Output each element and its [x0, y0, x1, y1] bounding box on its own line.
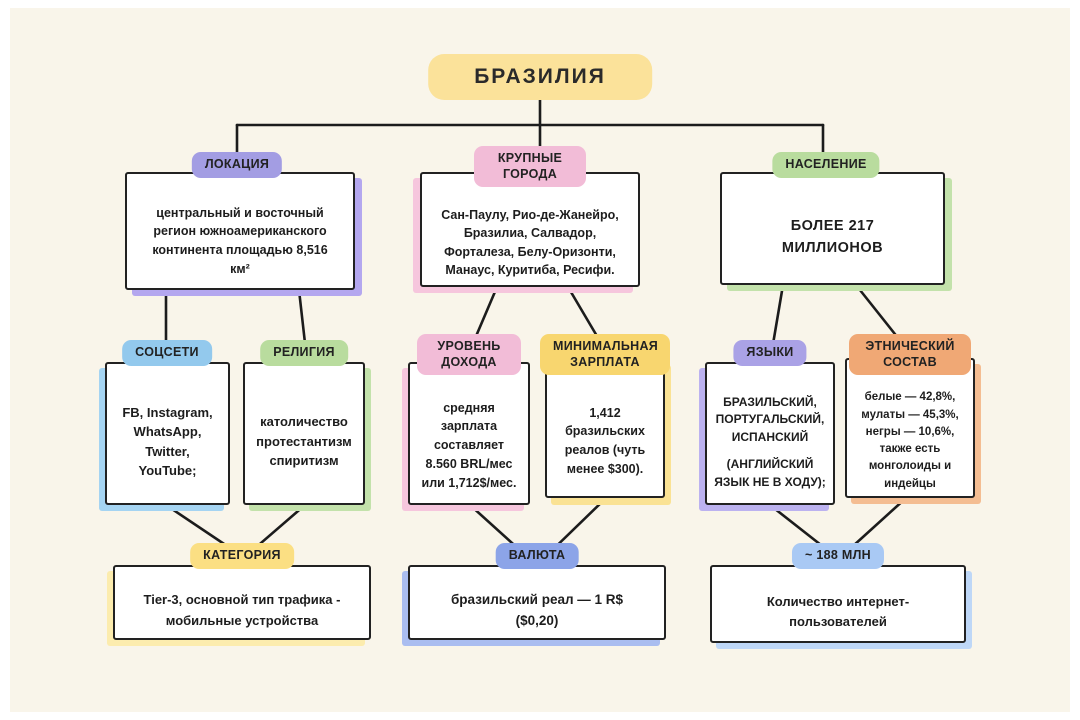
node-box-minimum-wage: 1,412 бразильских реалов (чуть менее $30… [545, 358, 665, 498]
node-box-internet-users: Количество интернет-пользователей [710, 565, 966, 643]
node-label-religion: РЕЛИГИЯ [260, 340, 348, 366]
node-box-location: центральный и восточный регион южноамери… [125, 172, 355, 290]
node-label-location: ЛОКАЦИЯ [191, 152, 283, 178]
internet-users-text: Количество интернет-пользователей [766, 593, 910, 629]
currency-text-line1: бразильский реал — 1 R$ [450, 591, 624, 607]
node-box-category: Tier-3, основной тип трафика - мобильные… [113, 565, 371, 640]
node-label-major-cities: КРУПНЫЕ ГОРОДА [474, 146, 586, 188]
languages-text-note: (АНГЛИЙСКИЙ ЯЗЫК НЕ В ХОДУ); [714, 457, 826, 489]
cities-text: Сан-Паулу, Рио-де-Жанейро, Бразилиа, Сал… [441, 208, 619, 277]
node-label-currency: ВАЛЮТА [495, 543, 579, 569]
node-label-income-level: УРОВЕНЬ ДОХОДА [417, 334, 521, 376]
population-suffix: МИЛЛИОНОВ [781, 239, 884, 256]
node-label-minimum-wage: МИНИМАЛЬНАЯ ЗАРПЛАТА [540, 334, 670, 376]
node-box-ethnic-composition: белые — 42,8%, мулаты — 45,3%, негры — 1… [845, 358, 975, 498]
node-box-religion: католичество протестантизм спиритизм [243, 362, 365, 505]
node-box-social-networks: FB, Instagram, WhatsApp, Twitter, YouTub… [105, 362, 230, 505]
node-label-population: НАСЕЛЕНИЕ [772, 152, 880, 178]
social-text: FB, Instagram, WhatsApp, Twitter, YouTub… [122, 404, 213, 479]
node-box-languages: БРАЗИЛЬСКИЙ, ПОРТУГАЛЬСКИЙ, ИСПАНСКИЙ (А… [705, 362, 835, 505]
currency-text-line2: ($0,20) [515, 612, 559, 628]
node-box-currency: бразильский реал — 1 R$ ($0,20) [408, 565, 666, 640]
node-label-languages: ЯЗЫКИ [733, 340, 807, 366]
population-prefix: БОЛЕЕ [790, 217, 845, 234]
node-box-income-level: средняя зарплата составляет 8.560 BRL/ме… [408, 362, 530, 505]
languages-text-main: БРАЗИЛЬСКИЙ, ПОРТУГАЛЬСКИЙ, ИСПАНСКИЙ [715, 395, 825, 444]
root-node-title: БРАЗИЛИЯ [428, 54, 652, 100]
category-text: Tier-3, основной тип трафика - мобильные… [143, 592, 341, 628]
node-label-ethnic-composition: ЭТНИЧЕСКИЙ СОСТАВ [849, 334, 971, 376]
population-number: 217 [848, 217, 875, 234]
ethnicity-text: белые — 42,8%, мулаты — 45,3%, негры — 1… [861, 391, 959, 490]
population-text: БОЛЕЕ 217 МИЛЛИОНОВ [746, 216, 919, 260]
minimum-wage-text: 1,412 бразильских реалов (чуть менее $30… [564, 405, 646, 476]
node-box-major-cities: Сан-Паулу, Рио-де-Жанейро, Бразилиа, Сал… [420, 172, 640, 287]
node-label-category: КАТЕГОРИЯ [190, 543, 294, 569]
node-label-internet-users-count: ~ 188 МЛН [791, 543, 885, 569]
node-label-social-networks: СОЦСЕТИ [122, 340, 212, 366]
location-text: центральный и восточный регион южноамери… [152, 205, 328, 276]
religion-text: католичество протестантизм спиритизм [256, 414, 352, 469]
node-box-population: БОЛЕЕ 217 МИЛЛИОНОВ [720, 172, 945, 285]
income-text: средняя зарплата составляет 8.560 BRL/ме… [421, 400, 517, 490]
